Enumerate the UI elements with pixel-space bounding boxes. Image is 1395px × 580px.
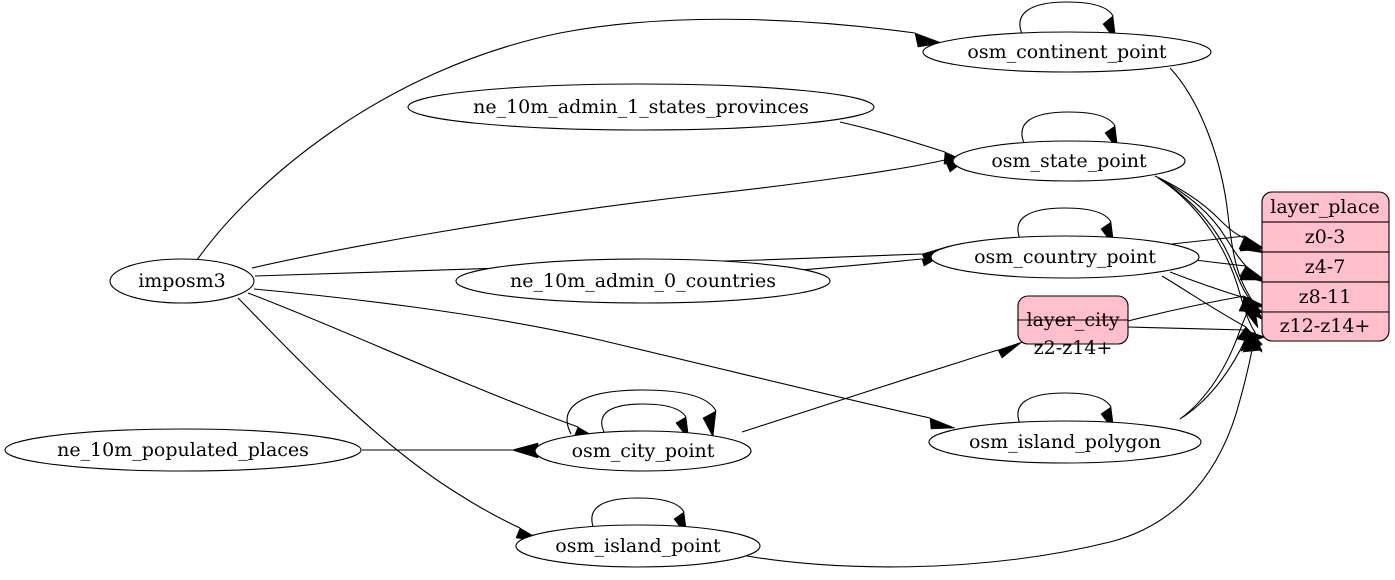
node-osm-continent-point[interactable]: osm_continent_point [922,31,1212,73]
node-ne-10m-admin-1-states-provinces[interactable]: ne_10m_admin_1_states_provinces [407,83,875,131]
node-osm-island-point[interactable]: osm_island_point [515,524,761,568]
edge-city-to-layer-city [741,341,1023,433]
edge-imposm3-to-island-polygon [253,288,956,430]
edge-island-polygon-to-place-z811 [1179,299,1263,420]
node-layer-city[interactable]: layer_city z2-z14+ [1017,295,1129,359]
edge-country-to-place-z03 [1171,235,1266,252]
edge-city-self-loop-outer [566,389,717,438]
node-ne-10m-populated-places[interactable]: ne_10m_populated_places [4,428,362,472]
node-osm-island-polygon[interactable]: osm_island_polygon [928,420,1202,464]
node-osm-city-point[interactable]: osm_city_point [534,430,752,472]
edge-imposm3-to-state [251,154,973,269]
edge-imposm3-to-island-point [237,297,543,542]
node-layer-place[interactable]: layer_place z0-3 z4-7 z8-11 z12-z14+ [1261,191,1390,342]
node-ne-10m-admin-0-countries[interactable]: ne_10m_admin_0_countries [455,258,831,304]
node-osm-state-point[interactable]: osm_state_point [952,140,1186,182]
edge-imposm3-to-continent [196,18,944,261]
node-osm-country-point[interactable]: osm_country_point [930,235,1200,279]
edge-ne-places-to-city [361,442,539,459]
edge-imposm3-to-city [247,292,601,441]
node-imposm3[interactable]: imposm3 [109,258,255,304]
edge-island-point-to-place-z12 [735,339,1263,568]
edge-ne-states-to-state [839,121,971,165]
